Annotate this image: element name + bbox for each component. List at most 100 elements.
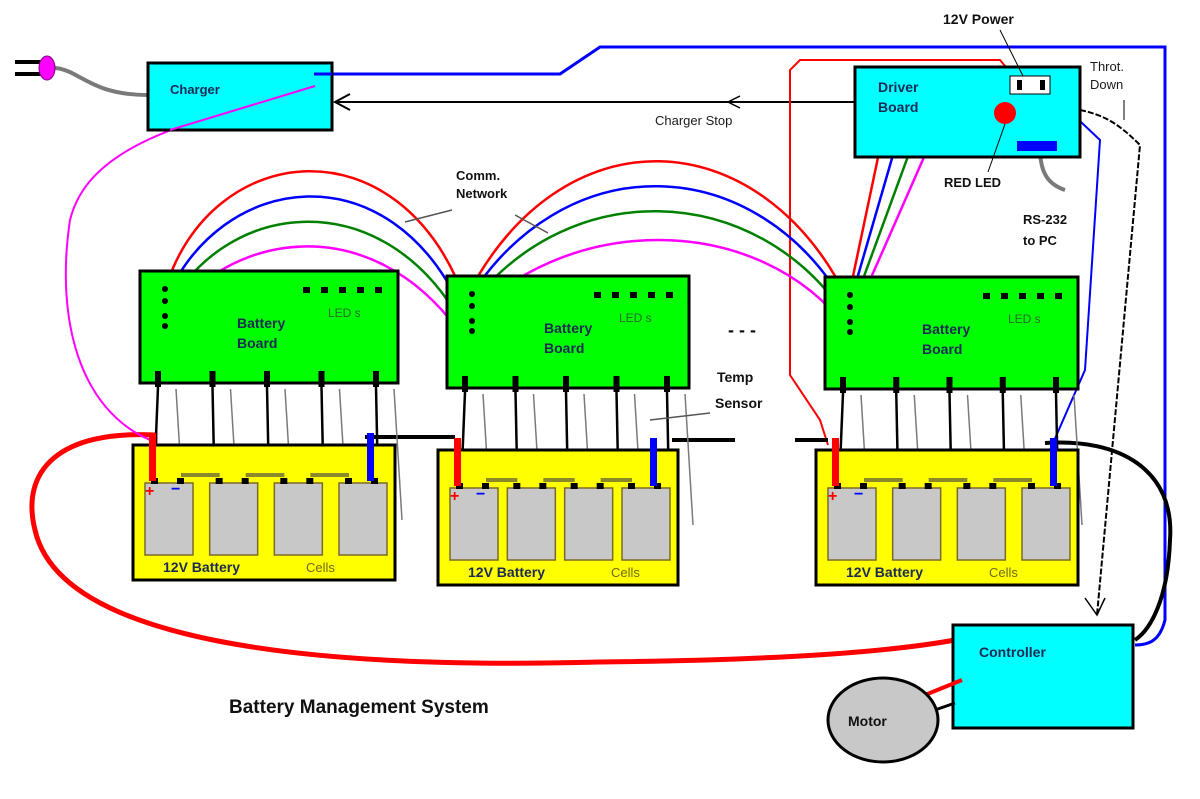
battery-cell	[506, 487, 557, 561]
board-pin	[264, 371, 270, 387]
cell-terminal	[177, 478, 184, 484]
minus-sign-icon: −	[171, 481, 180, 498]
controller-label: Controller	[979, 644, 1046, 660]
status-led-icon	[666, 292, 673, 298]
comm-wire-blue-2	[460, 185, 850, 311]
battery-label: 12V Battery	[468, 564, 545, 580]
comm-pin	[469, 303, 475, 309]
minus-sign-icon: −	[476, 486, 485, 503]
cell-terminal	[539, 483, 547, 489]
rs232-label-1: RS-232	[1023, 212, 1067, 227]
comm-pin	[847, 292, 853, 298]
battery-cell	[621, 487, 671, 561]
red-led-label: RED LED	[944, 175, 1001, 190]
comm-wire-red-2	[463, 160, 850, 301]
comm-wire-blue-1	[163, 195, 464, 311]
cell-terminal	[513, 483, 521, 489]
cell-terminal	[989, 483, 997, 489]
plus-sign-icon: +	[145, 483, 154, 500]
comm-pin	[847, 304, 853, 310]
negative-post	[1050, 438, 1057, 486]
cell-terminal	[1028, 483, 1035, 489]
main-positive-wire	[29, 432, 956, 666]
battery-cell	[449, 487, 499, 561]
comm-pin	[162, 313, 168, 319]
cell-terminal	[654, 483, 661, 489]
battery-board-label-2: Board	[237, 335, 277, 351]
plug-cord	[54, 66, 149, 97]
throttle-wire	[1079, 109, 1142, 616]
battery-cell	[891, 487, 942, 561]
board-pin	[840, 377, 846, 393]
throt-label-2: Down	[1090, 77, 1123, 92]
cells-label: Cells	[306, 560, 335, 575]
temp-sensor-lead	[393, 388, 403, 521]
plus-sign-icon: +	[450, 488, 459, 505]
charger-label: Charger	[170, 82, 220, 97]
temp-sensor-lead	[684, 393, 694, 526]
status-led-icon	[630, 292, 637, 298]
temp-sensor-pointer	[649, 412, 711, 421]
comm-pin	[469, 291, 475, 297]
charger-blue-wire	[315, 45, 1167, 647]
battery-cell	[144, 482, 194, 556]
minus-sign-icon: −	[854, 486, 863, 503]
status-led-icon	[375, 287, 382, 293]
comm-pointer-2	[514, 214, 549, 234]
comm-pin	[847, 329, 853, 335]
charger-stop-label: Charger Stop	[655, 113, 732, 128]
battery-cell	[956, 487, 1007, 561]
board-pin	[373, 371, 379, 387]
power-pointer	[999, 29, 1024, 77]
cell-terminal	[306, 478, 314, 484]
cell-terminal	[898, 483, 906, 489]
positive-post	[454, 438, 461, 486]
board-pin	[462, 376, 468, 392]
negative-post	[650, 438, 657, 486]
battery-label: 12V Battery	[163, 559, 240, 575]
power-pin-2	[1040, 80, 1045, 90]
cell-terminal	[570, 483, 578, 489]
motor-red-wire	[924, 678, 963, 697]
board-pin	[893, 377, 900, 393]
battery-label: 12V Battery	[846, 564, 923, 580]
driver-board-label-1: Driver	[878, 79, 919, 95]
led-label: LED s	[619, 311, 652, 325]
battery-cell	[563, 487, 614, 561]
throt-label-1: Throt.	[1090, 59, 1124, 74]
comm-pin	[469, 328, 475, 334]
cell-terminal	[371, 478, 378, 484]
driver-red-wire	[789, 59, 1011, 446]
rs232-port	[1017, 141, 1057, 151]
battery-pack: +− 12V Battery Cells	[131, 433, 397, 582]
cells-label: Cells	[989, 565, 1018, 580]
motor-label: Motor	[848, 713, 887, 729]
temp-label-2: Sensor	[715, 395, 763, 411]
power-12v-label: 12V Power	[943, 11, 1014, 27]
board-pin	[318, 371, 325, 387]
comm-pin	[847, 319, 853, 325]
power-pin-1	[1017, 80, 1022, 90]
comm-pin	[162, 298, 168, 304]
comm-pin	[162, 286, 168, 292]
cells-label: Cells	[611, 565, 640, 580]
charger-stop-arrow2-icon	[726, 95, 741, 109]
cell-terminal	[963, 483, 971, 489]
board-pin	[1053, 377, 1059, 393]
battery-cell	[338, 482, 388, 556]
board-pin	[563, 376, 569, 392]
board-pin	[512, 376, 519, 392]
motor-black-wire	[934, 701, 956, 712]
status-led-icon	[1001, 293, 1008, 299]
status-led-icon	[303, 287, 310, 293]
battery-board-label-1: Battery	[237, 315, 285, 331]
ellipsis-more-boards: - - -	[728, 320, 756, 340]
temp-label-1: Temp	[717, 369, 753, 385]
cell-terminal	[924, 483, 932, 489]
charger-magenta-wire	[64, 85, 316, 441]
